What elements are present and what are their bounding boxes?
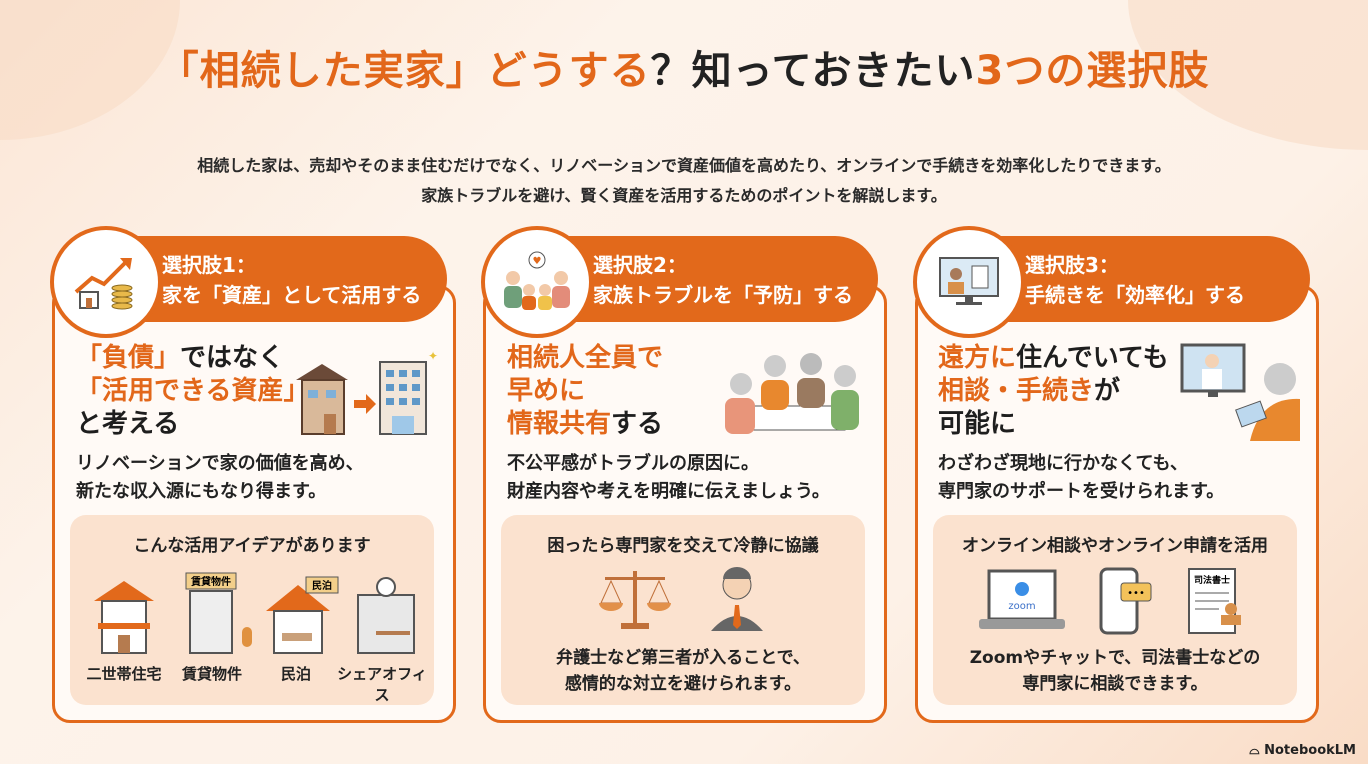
option-label: 選択肢3： (1025, 253, 1119, 277)
house-growth-icon (50, 226, 162, 338)
page-title: 「相続した実家」どうする？知っておきたい3つの選択肢 (158, 48, 1210, 94)
svg-text:♥: ♥ (533, 256, 542, 267)
share-office-icon (357, 577, 415, 654)
smartphone-chat-icon: ••• (1099, 567, 1152, 635)
lawyer-icon (711, 567, 763, 631)
option-title: 家を「資産」として活用する (162, 283, 422, 307)
option-label: 選択肢1： (162, 253, 256, 277)
svg-text:zoom: zoom (1008, 601, 1035, 612)
online-tools-illustrations: zoom ••• 司法書士 (979, 567, 1241, 635)
option-description: リノベーションで家の価値を高め、新たな収入源にもなり得ます。 (76, 453, 364, 502)
idea-label: 民泊 (280, 665, 311, 683)
option-headline: 「負債」ではなく「活用できる資産」と考える (76, 343, 310, 439)
family-icon: ♥ (481, 226, 593, 338)
idea-label: シェアオフィス (337, 665, 427, 704)
subtitle-line: 相続した家は、売却やそのまま住むだけでなく、リノベーションで資産価値を高めたり、… (197, 156, 1171, 175)
scales-icon (599, 567, 763, 631)
ideas-box-title: こんな活用アイデアがあります (133, 536, 371, 556)
svg-text:司法書士: 司法書士 (1194, 574, 1230, 586)
option-description: わざわざ現地に行かなくても、専門家のサポートを受けられます。 (938, 453, 1225, 502)
option-title: 家族トラブルを「予防」する (593, 283, 853, 307)
rental-building-icon: 賃貸物件 (185, 572, 252, 654)
minpaku-house-icon: 民泊 (266, 576, 339, 654)
subtitle-line: 家族トラブルを避け、賢く資産を活用するためのポイントを解説します。 (421, 186, 947, 205)
svg-text:賃貸物件: 賃貸物件 (190, 575, 231, 588)
expert-box: 困ったら専門家を交えて冷静に協議 弁護士など第三者が入ることで、感情的な対立を避… (501, 515, 865, 705)
svg-text:•••: ••• (1127, 588, 1145, 599)
family-meeting-illustration (725, 353, 859, 434)
online-box-text: Zoomやチャットで、司法書士などの専門家に相談できます。 (969, 648, 1261, 694)
svg-text:民泊: 民泊 (312, 579, 332, 592)
idea-label: 二世帯住宅 (86, 665, 162, 683)
two-family-house-icon (94, 581, 154, 654)
laptop-zoom-icon: zoom (979, 569, 1065, 629)
house-to-building-illustration: ✦ (296, 350, 438, 435)
option-title: 手続きを「効率化」する (1025, 283, 1245, 307)
notebooklm-brand: ⌓ NotebookLM (1249, 743, 1356, 758)
remote-consultation-illustration (1180, 343, 1300, 441)
ideas-illustrations: 賃貸物件 民泊 (94, 572, 415, 654)
option-description: 不公平感がトラブルの原因に。財産内容や考えを明確に伝えましょう。 (507, 453, 830, 502)
legal-document-icon: 司法書士 (1188, 568, 1241, 634)
notebooklm-logo-icon: ⌓ (1249, 743, 1265, 758)
ideas-box: こんな活用アイデアがあります 賃貸物件 民泊 二世帯住宅 賃貸物件 民泊 シェア… (70, 515, 434, 705)
expert-box-text: 弁護士など第三者が入ることで、感情的な対立を避けられます。 (556, 648, 810, 694)
option-headline: 遠方に住んでいても相談・手続きが可能に (938, 343, 1169, 439)
online-monitor-icon (913, 226, 1025, 338)
online-box: オンライン相談やオンライン申請を活用 zoom ••• 司法書士 Zoomやチャ… (933, 515, 1297, 705)
svg-text:✦: ✦ (428, 350, 438, 363)
idea-label: 賃貸物件 (181, 665, 242, 683)
expert-box-title: 困ったら専門家を交えて冷静に協議 (547, 536, 819, 556)
option-headline: 相続人全員で早めに情報共有する (507, 343, 664, 439)
option-label: 選択肢2： (593, 253, 687, 277)
online-box-title: オンライン相談やオンライン申請を活用 (962, 536, 1268, 556)
